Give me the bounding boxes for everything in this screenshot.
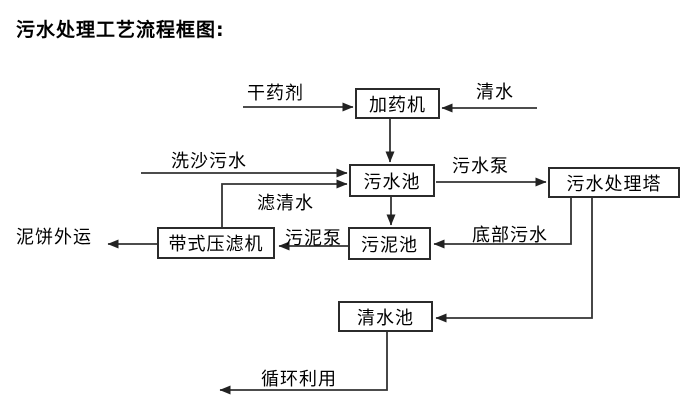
node-dosing-machine-label: 加药机 — [369, 94, 426, 116]
edge-recycle-arrow — [219, 332, 388, 395]
edge-label-clean-water: 清水 — [476, 82, 514, 103]
page-title: 污水处理工艺流程框图: — [16, 19, 225, 41]
edge-label-dry-chemical: 干药剂 — [247, 83, 304, 104]
node-belt-filter-press-label: 带式压滤机 — [168, 234, 264, 255]
node-clean-water-pool: 清水池 — [338, 301, 433, 332]
node-treatment-tower: 污水处理塔 — [548, 167, 680, 198]
edge-label-bottom-sewage: 底部污水 — [472, 225, 548, 246]
edge-label-recycle-use: 循环利用 — [261, 369, 337, 390]
node-sewage-pool: 污水池 — [349, 164, 435, 197]
node-clean-water-pool-label: 清水池 — [357, 307, 414, 329]
node-belt-filter-press: 带式压滤机 — [157, 227, 275, 259]
edge-bottom-sewage-arrow — [433, 198, 572, 249]
node-sludge-pool: 污泥池 — [348, 227, 431, 260]
edge-filtered-water-arrow — [221, 179, 348, 227]
edge-label-mud-cake-out: 泥饼外运 — [16, 227, 92, 248]
edge-label-sand-washing-sewage: 洗沙污水 — [171, 151, 247, 172]
node-sludge-pool-label: 污泥池 — [361, 234, 418, 256]
edge-label-filtered-water: 滤清水 — [257, 193, 314, 214]
node-dosing-machine: 加药机 — [355, 88, 440, 119]
node-treatment-tower-label: 污水处理塔 — [566, 173, 662, 195]
node-sewage-pool-label: 污水池 — [363, 171, 421, 193]
edge-label-sludge-pump: 污泥泵 — [285, 228, 342, 249]
edge-label-sewage-pump: 污水泵 — [452, 156, 509, 177]
edge-tower-to-clean-pool-arrow — [435, 198, 593, 323]
